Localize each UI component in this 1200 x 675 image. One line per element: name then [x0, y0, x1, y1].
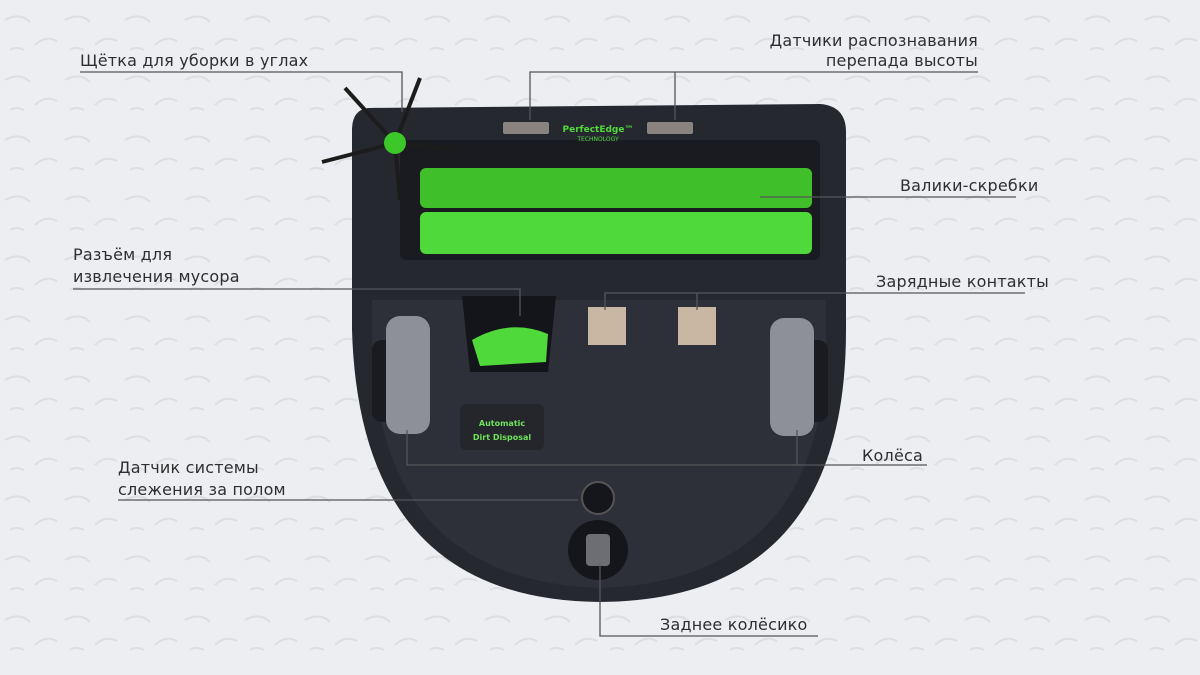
label-wheels: Колёса [862, 446, 924, 465]
charge-contact-right [678, 307, 716, 345]
dock-text-2: Dirt Disposal [473, 433, 531, 442]
dirt-port-flap [472, 327, 548, 366]
label-rear-wheel: Заднее колёсико [660, 615, 808, 634]
label-dirt-port-2: извлечения мусора [73, 267, 240, 286]
label-floor-sensor-2: слежения за полом [118, 480, 286, 499]
label-charge-contacts: Зарядные контакты [876, 272, 1049, 291]
charge-contact-left [588, 307, 626, 345]
wheel-left [386, 316, 430, 434]
side-brush-hub [384, 132, 406, 154]
roller-rear [420, 212, 812, 254]
dock-text-1: Automatic [479, 419, 526, 428]
label-rollers: Валики-скребки [900, 176, 1039, 195]
label-dirt-port-1: Разъём для [73, 245, 173, 264]
dirt-disposal-badge [460, 404, 544, 450]
cliff-sensor-left [503, 122, 549, 134]
label-cliff-sensors-2: перепада высоты [825, 51, 978, 70]
label-floor-sensor-1: Датчик системы [118, 458, 259, 477]
roller-front [420, 168, 812, 208]
label-cliff-sensors-1: Датчики распознавания [769, 31, 978, 50]
floor-tracking-sensor [581, 481, 615, 515]
label-side-brush: Щётка для уборки в углах [80, 51, 309, 70]
brand-text: PerfectEdge™ [563, 125, 634, 135]
wheel-right [770, 318, 814, 436]
brand-subtext: TECHNOLOGY [576, 136, 619, 143]
leader-lines [73, 71, 1025, 637]
cliff-sensor-right [647, 122, 693, 134]
